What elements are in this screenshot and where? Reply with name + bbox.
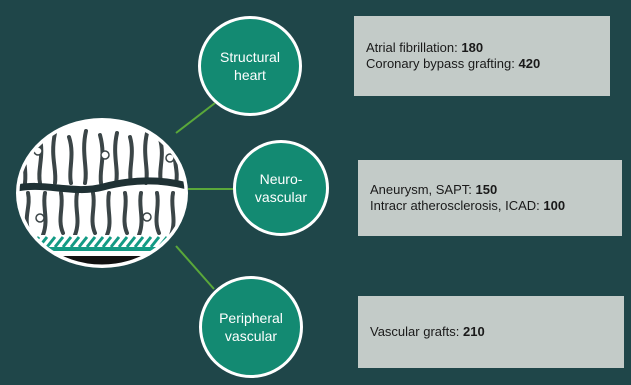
item-value: 420	[518, 56, 540, 71]
node-label-line2: vascular	[225, 327, 277, 345]
info-row: Coronary bypass grafting: 420	[366, 56, 610, 72]
info-row: Atrial fibrillation: 180	[366, 40, 610, 56]
info-row: Aneurysm, SAPT: 150	[370, 182, 622, 198]
item-value: 100	[543, 198, 565, 213]
info-box-structural: Atrial fibrillation: 180 Coronary bypass…	[354, 16, 610, 96]
node-structural-heart: Structural heart	[198, 16, 302, 116]
node-peripheral-vascular: Peripheral vascular	[199, 276, 303, 378]
item-value: 180	[461, 40, 483, 55]
node-label-line1: Neuro-	[260, 170, 303, 188]
item-name: Aneurysm, SAPT	[370, 182, 468, 197]
info-row: Vascular grafts: 210	[370, 324, 624, 340]
item-name: Coronary bypass grafting	[366, 56, 511, 71]
info-row: Intracr atherosclerosis, ICAD: 100	[370, 198, 622, 214]
item-value: 150	[476, 182, 498, 197]
info-box-peripheral: Vascular grafts: 210	[358, 296, 624, 368]
item-value: 210	[463, 324, 485, 339]
node-label-line2: vascular	[255, 188, 307, 206]
item-name: Intracr atherosclerosis, ICAD	[370, 198, 536, 213]
node-label-line2: heart	[234, 66, 266, 84]
info-box-neuro: Aneurysm, SAPT: 150 Intracr atherosclero…	[358, 160, 622, 236]
coated-surface-illustration	[13, 115, 191, 271]
node-neurovascular: Neuro- vascular	[233, 140, 329, 236]
node-label-line1: Peripheral	[219, 309, 283, 327]
item-name: Atrial fibrillation	[366, 40, 454, 55]
node-label-line1: Structural	[220, 48, 280, 66]
item-name: Vascular grafts	[370, 324, 456, 339]
